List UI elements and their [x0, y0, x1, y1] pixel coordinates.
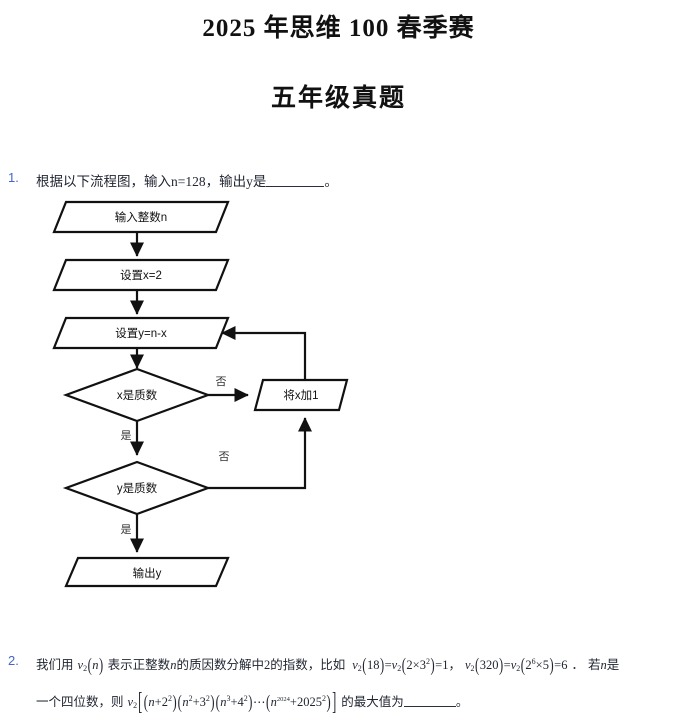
- q2b-f1-op: +: [154, 695, 162, 709]
- q2-example-2: v2(320)=v2(26×5)=6: [464, 653, 568, 676]
- q2-ex2-v2: v: [510, 658, 517, 672]
- q2b-f1-exponent: 2: [167, 694, 172, 703]
- q2b-f2-base: 3: [199, 695, 206, 709]
- q2b-ellipsis: ⋯: [252, 695, 266, 709]
- q2-text-1: 我们用: [36, 658, 74, 672]
- q2-period-1: ．: [571, 658, 584, 672]
- q2-ex2-sub2: 2: [516, 664, 521, 673]
- flowchart-node-output-y[interactable]: 输出y: [64, 556, 230, 588]
- q2-ex1-result: 1: [442, 658, 449, 672]
- flowchart-node-set-x[interactable]: 设置x=2: [52, 258, 230, 292]
- question-1-answer-blank[interactable]: [266, 174, 325, 187]
- q2b-f2-exponent: 2: [205, 694, 210, 703]
- q2b-f4-exponent: 2: [321, 694, 326, 703]
- q2-ex2-b1: 2: [525, 658, 532, 672]
- q2b-text-3: 。: [455, 695, 469, 709]
- q2-text-3: 的质因数分解中2的指数，比如: [176, 658, 346, 672]
- q2-paren-open: (: [87, 653, 92, 676]
- q2-ex2-result: 6: [561, 658, 568, 672]
- question-1-stem: 根据以下流程图，输入n=128，输出y是: [36, 174, 267, 189]
- q2-ex1-b1: 2: [406, 658, 413, 672]
- page-title-sub: 五年级真题: [270, 85, 406, 112]
- flowchart-edge-yprime-no: [208, 417, 313, 490]
- question-1-text: 根据以下流程图，输入n=128，输出y是 。: [36, 170, 338, 190]
- q2b-f3-n: n: [220, 695, 227, 709]
- q2-ex1-times: ×: [412, 658, 420, 672]
- q2b-text-2: 的最大值为: [341, 695, 404, 709]
- q2-n-italic-1: n: [170, 658, 177, 672]
- flowchart-edge-incrx-to-sety: [221, 325, 307, 380]
- q2-ex2-v: v: [464, 658, 471, 672]
- q2-text-4: 若: [587, 658, 601, 672]
- q2b-f4-n-exponent: 2024: [276, 696, 290, 703]
- flowchart-node-y-prime-label: y是质数: [117, 481, 158, 495]
- q2-comma-1: ，: [448, 658, 461, 672]
- flowchart-node-set-y-label: 设置y=n-x: [115, 327, 167, 340]
- flowchart-node-set-x-label: 设置x=2: [120, 269, 162, 282]
- flowchart-edge-label-y-no: 否: [219, 451, 230, 463]
- q2-ex2-sub: 2: [470, 664, 475, 673]
- q2-ex1-b2-exponent: 2: [425, 657, 430, 666]
- q2-ex1-a: 18: [366, 658, 380, 672]
- q2-n-italic-2: n: [600, 658, 607, 672]
- flowchart-node-set-y[interactable]: 设置y=n-x: [52, 316, 230, 350]
- q2b-f4-op: +: [289, 695, 297, 709]
- flowchart-node-incr-x[interactable]: 将x加1: [253, 378, 349, 412]
- q2-ex1-v2: v: [391, 658, 398, 672]
- q2-ex2-b1-exponent: 6: [531, 657, 536, 666]
- q2-ex1-sub2: 2: [397, 664, 402, 673]
- q2-ex1-sub: 2: [357, 664, 362, 673]
- q2b-f1-base: 2: [161, 695, 168, 709]
- flowchart-node-output-y-label: 输出y: [133, 566, 162, 580]
- q2b-bracket-close: ]: [332, 687, 337, 716]
- q2b-v-symbol: v: [127, 695, 134, 709]
- q2-arg-n: n: [92, 658, 99, 672]
- q2-example-1: v2(18)=v2(2×32)=1: [352, 653, 449, 676]
- q2b-f3-exponent: 2: [243, 694, 248, 703]
- q2b-f2-op: +: [192, 695, 200, 709]
- flowchart-node-y-prime[interactable]: y是质数: [62, 460, 212, 516]
- flowchart-node-x-prime-label: x是质数: [117, 388, 158, 402]
- q2b-f1-n: n: [148, 695, 155, 709]
- flowchart-edge-label-x-no: 否: [216, 376, 227, 388]
- q2-v-subscript: 2: [83, 664, 88, 673]
- q2b-f3-n-exponent: 3: [226, 694, 231, 703]
- flowchart-node-input-n-label: 输入整数n: [115, 210, 167, 224]
- q2-ex2-b2: 5: [542, 658, 549, 672]
- question-1-period: 。: [324, 174, 338, 189]
- q2-ex2-a: 320: [479, 658, 499, 672]
- q2b-v-subscript: 2: [133, 701, 138, 710]
- question-2-answer-blank[interactable]: [403, 694, 456, 707]
- q2-v-symbol: v: [77, 658, 84, 672]
- q2-paren-close: ): [99, 653, 104, 676]
- flowchart-edge-label-x-yes: 是: [121, 429, 132, 442]
- q2b-f4-n: n: [270, 695, 277, 709]
- flowchart-edge-label-y-yes: 是: [121, 523, 132, 536]
- q2-ex1-b2: 3: [419, 658, 426, 672]
- q2b-text-1: 一个四位数，则: [36, 695, 124, 709]
- q2-ex2-times: ×: [535, 658, 543, 672]
- page-title-main: 2025 年思维 100 春季赛: [202, 15, 475, 42]
- q2b-bracket-open: [: [138, 687, 143, 716]
- q2-ex1-v: v: [352, 658, 358, 672]
- q2-text-2: 表示正整数: [107, 658, 171, 672]
- q2b-f3-op: +: [230, 695, 238, 709]
- q2-text-5: 是: [606, 658, 620, 672]
- flowchart-node-x-prime[interactable]: x是质数: [62, 367, 212, 423]
- q2b-f2-n-exponent: 2: [188, 694, 193, 703]
- q2b-f4-base: 2025: [296, 695, 322, 709]
- question-1-number: 1.: [8, 170, 19, 185]
- question-2-number: 2.: [8, 653, 19, 668]
- q2b-f2-n: n: [182, 695, 189, 709]
- q2b-f3-base: 4: [237, 695, 244, 709]
- flowchart-diagram: 输入整数n 设置x=2 设置y=n-x x是质数 否 是 y是质数 将x加1 否…: [0, 190, 420, 605]
- flowchart-node-input-n[interactable]: 输入整数n: [52, 200, 230, 234]
- flowchart-node-incr-x-label: 将x加1: [283, 389, 318, 402]
